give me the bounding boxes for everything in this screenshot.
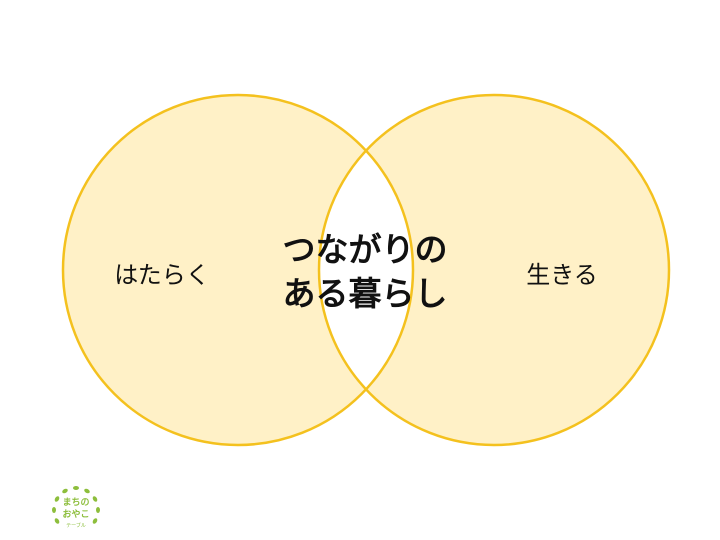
machi-no-oyako-logo: まちの おやこ テーブル [52,486,100,529]
center-label-line2: ある暮らし [282,274,448,313]
right-circle-outline [317,93,671,447]
right-circle [319,95,669,445]
center-label-line1: つながりの [282,230,448,269]
logo-line3: テーブル [66,522,86,529]
left-circle-label: はたらく [114,261,210,289]
left-circle-outline [61,93,415,447]
left-circle [63,95,413,445]
logo-leaf-ring [52,486,100,524]
logo-line1: まちの [62,497,89,508]
center-overlap-label: つながりの ある暮らし [240,228,490,316]
logo-line2: おやこ [62,509,89,520]
right-circle-label: 生きる [526,261,598,289]
